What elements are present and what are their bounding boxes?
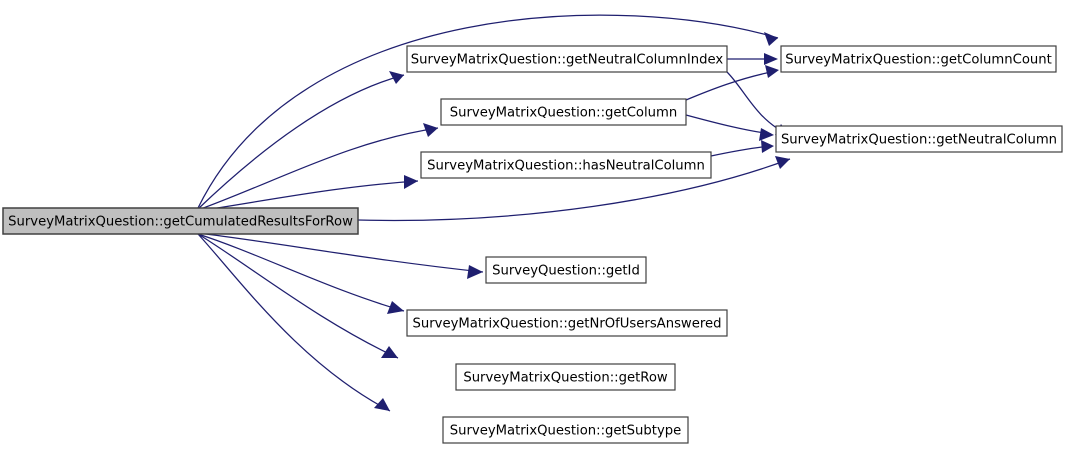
arrowhead-icon (389, 71, 404, 84)
graph-node-root[interactable]: SurveyMatrixQuestion::getCumulatedResult… (2, 207, 359, 235)
graph-node-getNeutralColumnIndex[interactable]: SurveyMatrixQuestion::getNeutralColumnIn… (406, 45, 728, 73)
node-box[interactable] (406, 45, 728, 73)
arrowhead-icon (374, 398, 390, 411)
edge-line (197, 232, 484, 273)
edge-line (197, 233, 405, 312)
call-edge-root-to-getColumnCount (197, 14, 779, 209)
node-box[interactable] (775, 125, 1063, 153)
graph-node-hasNeutralColumn[interactable]: SurveyMatrixQuestion::hasNeutralColumn (420, 151, 712, 179)
call-edge-root-to-getNeutralColumn (357, 156, 791, 222)
node-box[interactable] (780, 45, 1057, 73)
arrowhead-icon (404, 175, 418, 189)
arrowhead-icon (467, 265, 483, 279)
graph-node-getSubtype[interactable]: SurveyMatrixQuestion::getSubtype (442, 416, 689, 444)
node-box[interactable] (440, 98, 687, 126)
graph-node-getNrOfUsersAnswered[interactable]: SurveyMatrixQuestion::getNrOfUsersAnswer… (406, 309, 728, 337)
edge-line (197, 127, 439, 211)
node-box[interactable] (406, 309, 728, 337)
arrowhead-icon (759, 128, 774, 141)
graph-node-getColumnCount[interactable]: SurveyMatrixQuestion::getColumnCount (780, 45, 1057, 73)
node-box[interactable] (485, 256, 647, 284)
arrowhead-icon (387, 301, 404, 314)
call-edge-root-to-getRow (197, 233, 399, 359)
edge-line (197, 233, 391, 412)
call-edge-root-to-getColumn (197, 123, 439, 211)
call-edge-getNeutralColumnIndex-to-getColumnCount (727, 53, 778, 65)
arrowhead-icon (775, 156, 790, 169)
edges-layer (197, 14, 791, 412)
edge-line (197, 180, 419, 212)
arrowhead-icon (764, 53, 778, 65)
node-box[interactable] (455, 363, 676, 391)
arrowhead-icon (764, 32, 778, 46)
call-edge-getColumn-to-getColumnCount (685, 65, 779, 101)
edge-line (197, 233, 399, 359)
graph-node-getNeutralColumn[interactable]: SurveyMatrixQuestion::getNeutralColumn (775, 125, 1063, 153)
graph-node-getRow[interactable]: SurveyMatrixQuestion::getRow (455, 363, 676, 391)
edge-line (685, 114, 772, 135)
node-box[interactable] (2, 207, 359, 235)
graph-node-getId[interactable]: SurveyQuestion::getId (485, 256, 647, 284)
call-edge-getColumn-to-getNeutralColumn (685, 114, 774, 141)
call-edge-hasNeutralColumn-to-getNeutralColumn (710, 140, 774, 157)
call-edge-root-to-getNrOfUsersAnswered (197, 233, 405, 314)
arrowhead-icon (423, 123, 438, 137)
edge-line (685, 70, 777, 101)
edge-line (197, 14, 779, 209)
call-edge-root-to-getNeutralColumnIndex (197, 71, 405, 210)
node-box[interactable] (442, 416, 689, 444)
call-edge-root-to-getId (197, 232, 484, 279)
call-edge-root-to-getSubtype (197, 233, 391, 412)
nodes-layer: SurveyMatrixQuestion::getCumulatedResult… (2, 45, 1063, 444)
graph-node-getColumn[interactable]: SurveyMatrixQuestion::getColumn (440, 98, 687, 126)
call-edge-root-to-hasNeutralColumn (197, 175, 419, 212)
arrowhead-icon (765, 65, 779, 78)
arrowhead-icon (761, 140, 774, 153)
edge-line (197, 74, 405, 210)
arrowhead-icon (381, 346, 398, 358)
node-box[interactable] (420, 151, 712, 179)
edge-line (357, 158, 791, 222)
